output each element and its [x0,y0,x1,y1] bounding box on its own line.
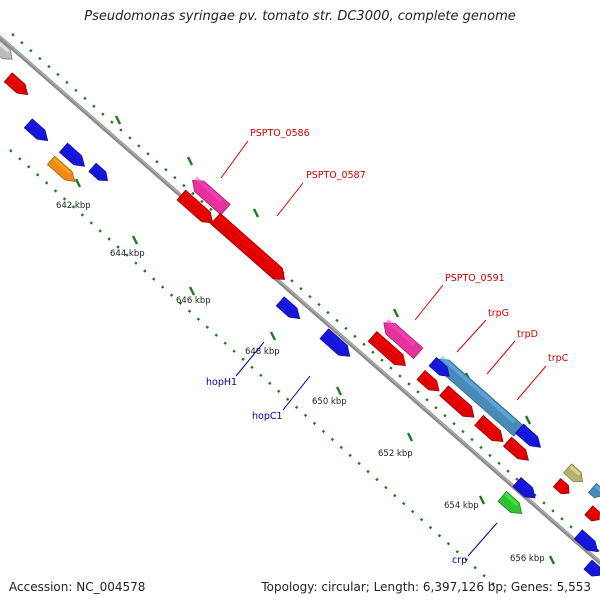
gene-label-PSPTO_0586: PSPTO_0586 [250,128,310,139]
gene-label-crp: crp [452,555,467,566]
gene-reverse-a [23,118,49,142]
scale-label: 648 kbp [245,347,280,357]
scale-label: 650 kbp [312,397,347,407]
outer-major-tick-1 [186,156,194,166]
major-tick-0 [74,178,82,188]
scale-label: 656 kbp [510,554,545,564]
gene-trpG-sheen [422,372,436,384]
gene-khaki-sheen [569,465,581,476]
callout-trpD [486,340,516,375]
outer-major-tick-5 [524,415,532,425]
scale-label: 646 kbp [176,296,211,306]
gene-reverse-c-sheen [94,164,106,175]
gene-reverse-b-sheen [65,144,82,159]
gene-label-hopH1: hopH1 [206,377,237,388]
gene-PSPTO-0587-sheen [217,214,282,272]
gene-hopC1 [319,328,351,357]
gene-PSPTO-0586 [176,189,214,224]
scale-label: 652 kbp [378,449,413,459]
outer-major-tick-0 [114,115,122,125]
gene-reverse-c [88,162,108,182]
gene-reverse-e [512,477,536,499]
gene-orange-sheen [52,157,72,175]
gene-reverse-edge-a [573,529,599,553]
gene-reverse-edge-b [583,559,600,577]
gene-PSPTO-0587 [210,212,285,280]
outer-major-tick-2 [252,208,260,218]
gene-hopH1-sheen [282,298,297,312]
gene-label-trpC: trpC [548,353,569,364]
tick-row-outer [11,33,600,554]
gene-reverse-d [514,423,542,448]
outer-major-tick-3 [392,308,400,318]
callout-PSPTO_0586 [220,140,249,179]
gene-label-trpD: trpD [517,329,538,340]
gene-trpG-D-region-sheen [439,355,516,424]
gene-forward-edge [584,505,600,522]
gene-reverse-edge-a-sheen [580,531,595,545]
gene-hopH1 [275,296,301,320]
major-tick-7 [548,555,556,565]
tick-row-inner [9,149,501,591]
gene-forward-edge-sheen [590,507,599,515]
gene-forward-c-sheen [558,480,568,489]
callout-hopC1 [282,375,311,411]
accession-label: Accession: NC_004578 [9,580,146,594]
scale-label: 642 kbp [56,201,91,211]
genome-stats-label: Topology: circular; Length: 6,397,126 bp… [261,580,591,594]
gene-orange [46,155,76,183]
gene-PSPTO-0586-sheen [183,191,210,216]
gene-crp-sheen [504,492,519,507]
major-tick-6 [478,495,486,505]
gene-trpG [416,370,440,392]
gene-forward-b-sheen [509,438,526,453]
gene-PSPTO-0586-misc-sheen [194,176,223,202]
callout-trpC [516,365,547,401]
gene-PSPTO-0591-sheen [374,333,403,359]
gene-forward-c [552,478,570,495]
gene-label-hopC1: hopC1 [252,411,283,422]
callout-trpG [456,319,487,353]
major-tick-4 [335,386,343,396]
gene-blue-small-sheen [434,359,447,370]
gene-PSPTO-0586-misc [192,179,231,216]
major-tick-1 [131,235,139,245]
gene-trpD [439,385,475,418]
gene-trpC-sheen [481,416,500,435]
gene-hopC1-sheen [326,330,347,349]
gene-PSPTO-0591-misc-sheen [385,318,416,346]
gene-khaki [562,463,583,483]
gene-reverse-b [58,142,86,167]
callout-hopH1 [235,341,265,377]
major-tick-5 [406,432,414,442]
gene-PSPTO-0591 [367,331,407,367]
gene-forward-a-sheen [10,74,25,88]
major-tick-3 [269,331,277,341]
gene-steel-edge-sheen [594,484,600,492]
gene-reverse-edge-b-sheen [589,561,600,571]
gene-crp [497,490,523,515]
gene-label-PSPTO_0587: PSPTO_0587 [306,170,366,181]
map-title: Pseudomonas syringae pv. tomato str. DC3… [84,9,516,24]
gene-forward-a [3,72,29,96]
gene-forward-b [502,436,530,461]
gene-reverse-a-sheen [30,120,45,134]
gene-reverse-e-sheen [518,479,532,491]
gene-label-trpG: trpG [488,308,509,319]
scale-label: 654 kbp [444,501,479,511]
callout-PSPTO_0591 [414,284,444,321]
feature-gray-edge-sheen [0,41,10,53]
gene-PSPTO-0591-misc [383,322,424,360]
major-tick-2 [188,286,196,296]
gene-trpD-sheen [446,387,471,410]
gene-reverse-d-sheen [521,425,538,440]
callout-PSPTO_0587 [276,182,304,217]
gene-blue-small [428,357,450,377]
scale-label: 644 kbp [110,249,145,259]
callout-crp [467,522,498,557]
gene-trpC [474,414,504,443]
gene-label-PSPTO_0591: PSPTO_0591 [445,273,505,284]
